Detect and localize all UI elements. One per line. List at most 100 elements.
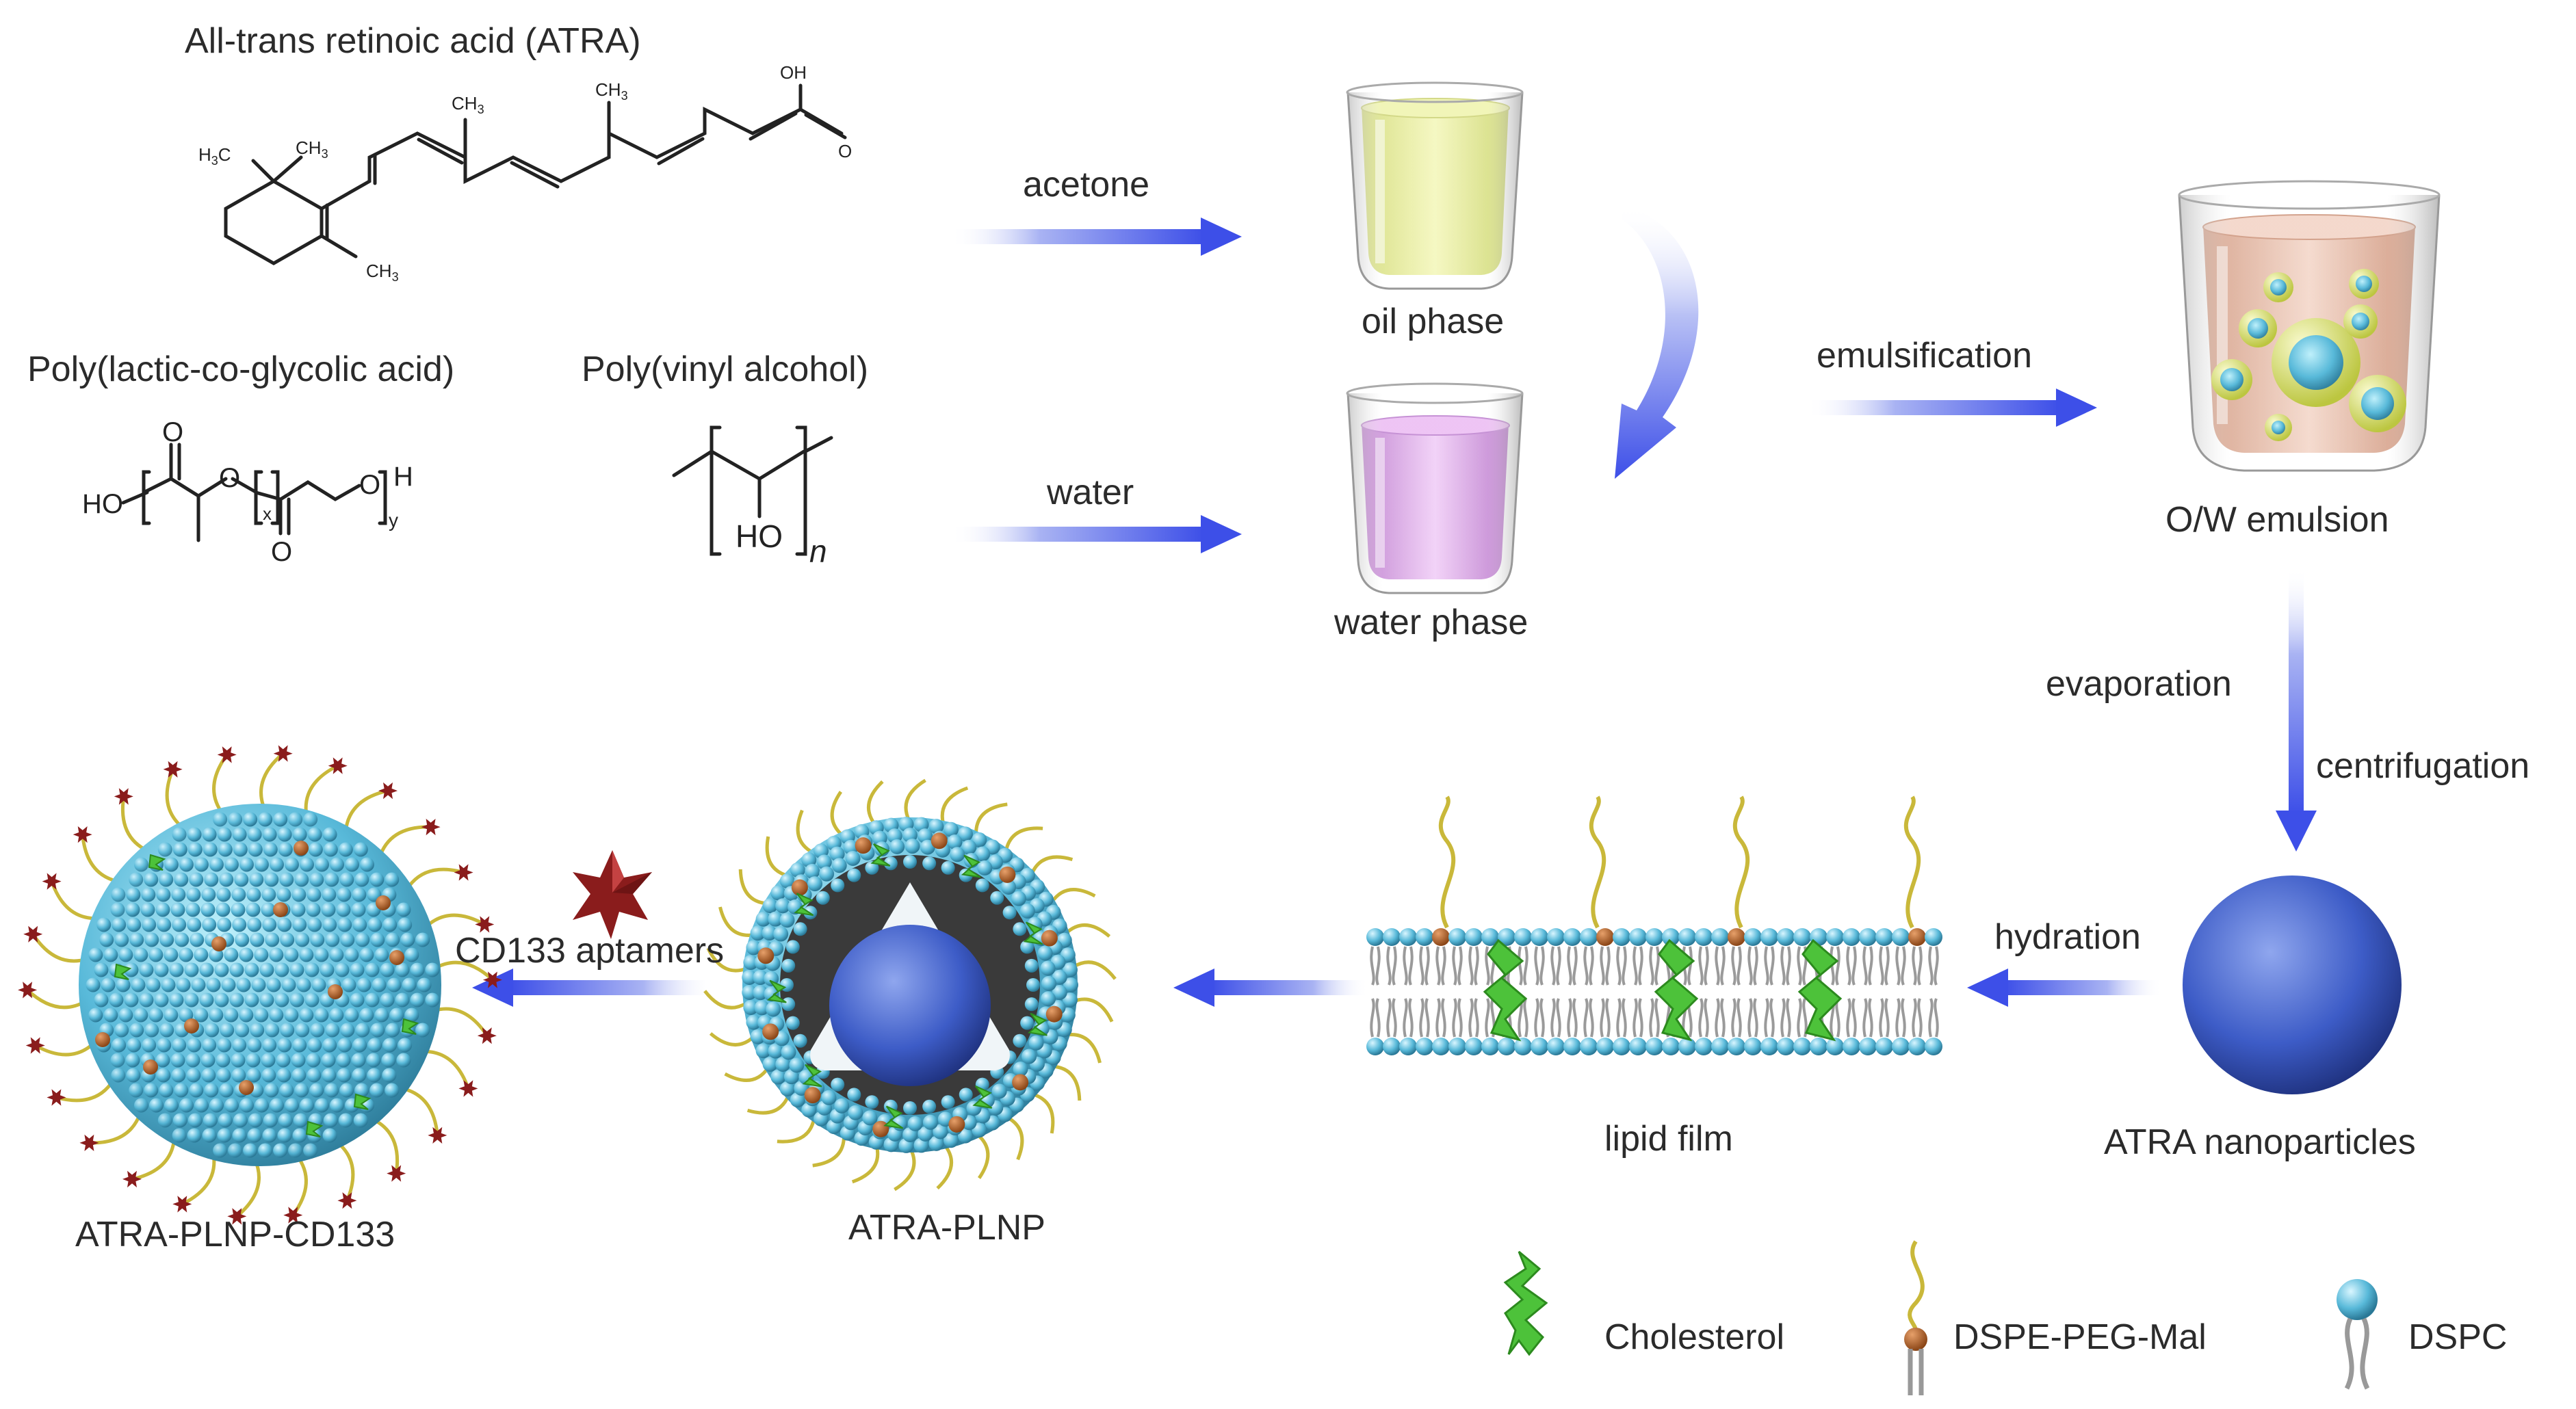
dspc-head xyxy=(415,932,430,947)
label-atra-plnp: ATRA-PLNP xyxy=(848,1208,1045,1248)
dspc-head xyxy=(112,1038,127,1053)
cholesterol xyxy=(802,1064,822,1088)
dspc-head xyxy=(221,977,236,992)
dspc-head xyxy=(185,1053,200,1068)
dspc-head xyxy=(1892,928,1910,946)
dspc-head xyxy=(350,992,365,1008)
dspc-head xyxy=(269,947,284,962)
dspc-head xyxy=(913,1137,929,1153)
peg-chain xyxy=(940,786,969,825)
cd133-aptamer xyxy=(172,1196,192,1213)
dspc-head xyxy=(337,1068,352,1083)
lipid-tail xyxy=(1846,946,1857,986)
dspc-head xyxy=(950,847,965,862)
dspc-head xyxy=(249,872,264,887)
dspc-head xyxy=(959,1088,973,1102)
dspc-head xyxy=(185,902,200,917)
dspc-head xyxy=(144,1023,159,1038)
dspc-head xyxy=(359,857,374,872)
dspc-head xyxy=(201,1068,216,1083)
atra-title: All-trans retinoic acid (ATRA) xyxy=(185,21,641,61)
dspc-head xyxy=(329,857,344,872)
dspc-head xyxy=(172,827,187,842)
cd133-aptamer xyxy=(114,788,133,805)
dspc-head xyxy=(781,1044,796,1060)
dspc-head xyxy=(957,1128,973,1144)
dspc-head xyxy=(174,1083,189,1098)
dspc-head xyxy=(398,917,413,932)
dspe-peg-head xyxy=(855,837,872,854)
dspc-head xyxy=(1826,1038,1844,1055)
dspc-head xyxy=(125,1053,140,1068)
dspc-head xyxy=(750,1029,766,1044)
dspc-head xyxy=(922,1099,937,1114)
dspc-head xyxy=(244,992,259,1008)
dspc-head xyxy=(172,842,187,857)
dspc-head xyxy=(239,1098,254,1113)
dspc-head xyxy=(1040,960,1056,976)
dspc-head xyxy=(366,1053,381,1068)
dspc-head xyxy=(381,1053,396,1068)
dspc-head xyxy=(1026,978,1040,992)
peg-chain xyxy=(259,752,285,812)
dspc-head xyxy=(284,857,299,872)
dspc-head xyxy=(400,932,415,947)
svg-text:H: H xyxy=(393,462,413,492)
peg-chain xyxy=(1589,795,1606,929)
dspc-head xyxy=(336,902,351,917)
dspc-head xyxy=(314,1098,329,1113)
dspc-head xyxy=(779,1081,795,1096)
lipid-tail xyxy=(1879,946,1890,986)
peg-chain xyxy=(1065,923,1111,938)
dspc-head xyxy=(239,1008,254,1023)
dspc-head xyxy=(232,1038,247,1053)
dspc-head xyxy=(101,977,116,992)
dspc-head xyxy=(276,1068,291,1083)
dspc-head xyxy=(126,887,141,902)
dspc-head xyxy=(768,911,783,927)
dspc-head xyxy=(109,992,124,1008)
peg-chain xyxy=(165,768,185,830)
dspe-peg-head xyxy=(328,984,343,999)
cd133-aptamer xyxy=(477,1027,497,1044)
arrow-hydration xyxy=(1967,969,2162,1007)
dspe-peg-head xyxy=(1041,930,1058,947)
dspc-head xyxy=(202,917,217,932)
dspc-head xyxy=(1531,928,1548,946)
plga-title: Poly(lactic-co-glycolic acid) xyxy=(27,350,455,389)
dspe-peg-head xyxy=(872,1120,889,1137)
dspc-head xyxy=(943,1133,959,1148)
dspc-head xyxy=(816,891,830,905)
lipid-tail xyxy=(1862,946,1873,986)
dspc-head xyxy=(224,1008,239,1023)
lipid-tail xyxy=(1846,998,1857,1038)
dspc-head xyxy=(1777,1038,1795,1055)
dspc-head xyxy=(1002,906,1017,920)
dspc-head xyxy=(114,1023,129,1038)
dspc-head xyxy=(291,887,307,902)
dspc-head xyxy=(277,1038,292,1053)
dspc-head xyxy=(920,839,935,855)
dspc-head xyxy=(159,1023,174,1038)
dspc-head xyxy=(1481,1038,1499,1055)
dspc-head xyxy=(338,1113,353,1128)
cd133-aptamer xyxy=(79,1134,99,1151)
dspc-head xyxy=(380,962,395,977)
dspc-head xyxy=(425,992,440,1008)
dspc-head xyxy=(157,917,172,932)
dspc-head xyxy=(231,902,246,917)
dspe-peg-head xyxy=(273,902,288,917)
dspc-head xyxy=(161,977,176,992)
dspc-head xyxy=(86,977,101,992)
dspc-head xyxy=(359,1008,374,1023)
cholesterol xyxy=(766,979,787,1003)
dspc-head xyxy=(922,1114,938,1130)
lipid-tail xyxy=(1583,946,1594,986)
dspc-head xyxy=(1744,1038,1762,1055)
dspc-head xyxy=(262,917,277,932)
dspc-head xyxy=(279,872,294,887)
dspc-head xyxy=(209,857,224,872)
dspc-head xyxy=(883,856,898,871)
dspc-head xyxy=(1662,1038,1680,1055)
dspc-head xyxy=(322,1128,337,1143)
